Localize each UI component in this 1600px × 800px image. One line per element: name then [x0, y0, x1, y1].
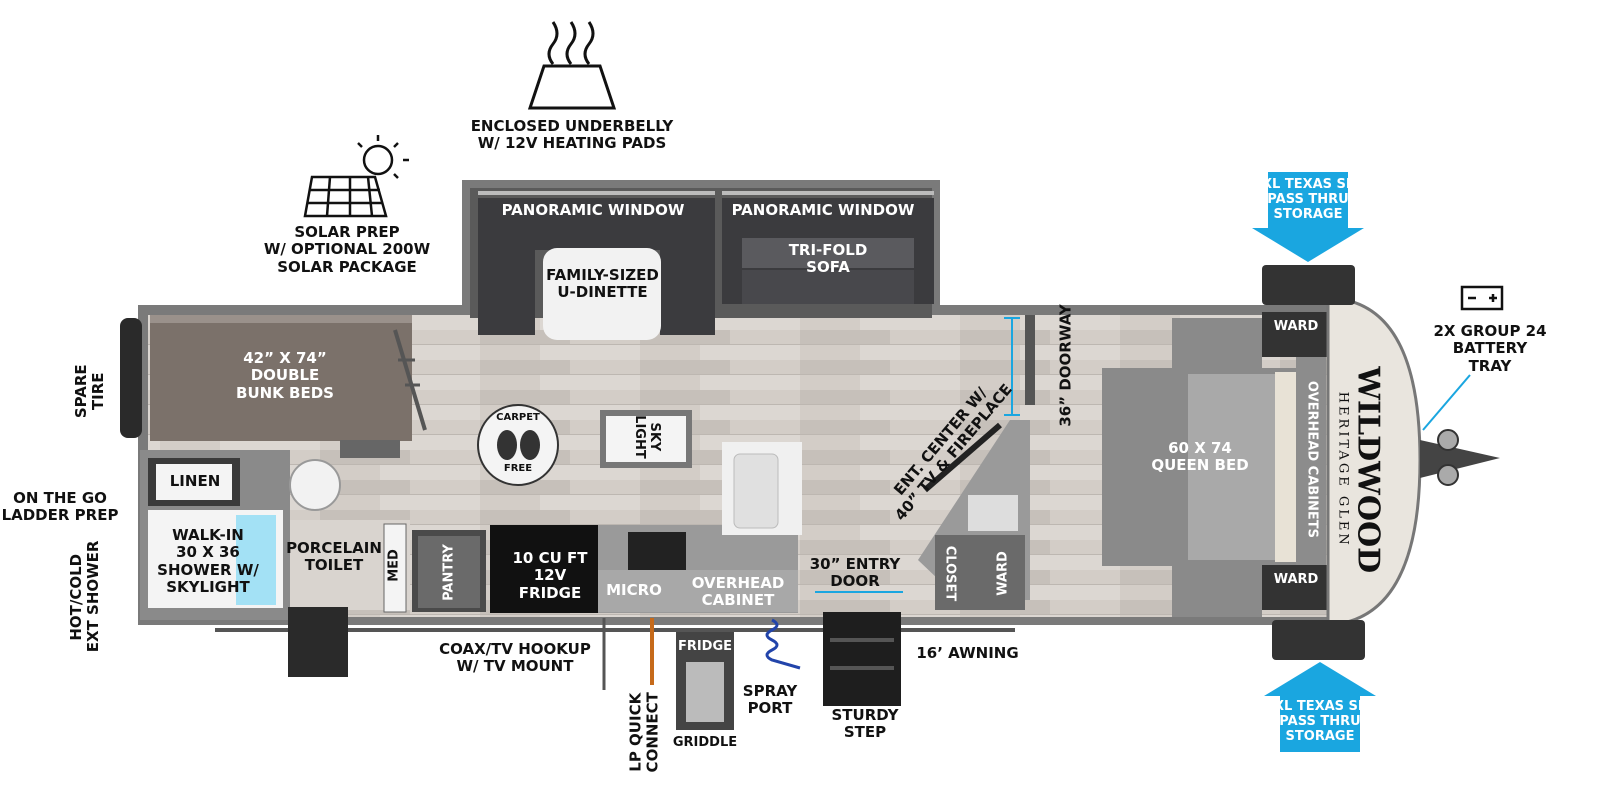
pantry-label: PANTRY [441, 544, 457, 601]
doorway-label: 36” DOORWAY [1056, 304, 1075, 427]
ext-fridge-label: FRIDGE [677, 639, 733, 654]
spare-tire-shape [120, 318, 142, 438]
toilet-shape [289, 459, 341, 511]
u-dinette-seating [478, 198, 715, 335]
griddle-label: GRIDDLE [672, 735, 738, 750]
dinette-table [543, 248, 661, 340]
heat-icon [527, 21, 617, 110]
fridge-shape [490, 525, 610, 613]
ward-bottom-shape [1262, 565, 1330, 610]
carpet-free-label-2: FREE [503, 463, 533, 474]
micro-label: MICRO [606, 581, 662, 599]
ward-mid-label: WARD [995, 551, 1011, 596]
storage-bottom-shape [1272, 620, 1365, 660]
ward-top-label: WARD [1273, 319, 1319, 334]
solar-panel-icon [303, 135, 409, 218]
med-cabinet [383, 523, 407, 613]
overhead-cabinets-label: OVERHEAD CABINETS [1304, 380, 1320, 539]
panoramic-window-2: PANORAMIC WINDOW [731, 201, 915, 219]
sturdy-step-shape [823, 612, 901, 706]
linen-label: LINEN [169, 472, 221, 490]
med-label: MED [386, 549, 402, 582]
panoramic-window-1: PANORAMIC WINDOW [501, 201, 685, 219]
awning-label: 16’ AWNING [916, 644, 1019, 662]
storage-bottom-arrow [1264, 662, 1376, 752]
storage-top-arrow [1252, 172, 1364, 262]
carpet-free-icon [477, 404, 559, 486]
brand-logo: WILDWOOD HERITAGE GLEN [1336, 366, 1386, 574]
closet-label: CLOSET [942, 545, 958, 602]
ward-bottom-label: WARD [1273, 572, 1319, 587]
overhead-cabinets-band [1296, 345, 1326, 580]
storage-top-shape [1262, 265, 1355, 305]
closet-ward-unit [935, 535, 1025, 610]
stove-shape [628, 532, 686, 570]
bunk-beds [150, 315, 412, 441]
battery-icon [1460, 285, 1504, 311]
spray-port-hose [765, 618, 801, 670]
carpet-free-label: CARPET [496, 412, 540, 423]
hitch [1420, 440, 1500, 478]
exterior-step-left [288, 607, 348, 677]
ward-top-shape [1262, 312, 1330, 357]
